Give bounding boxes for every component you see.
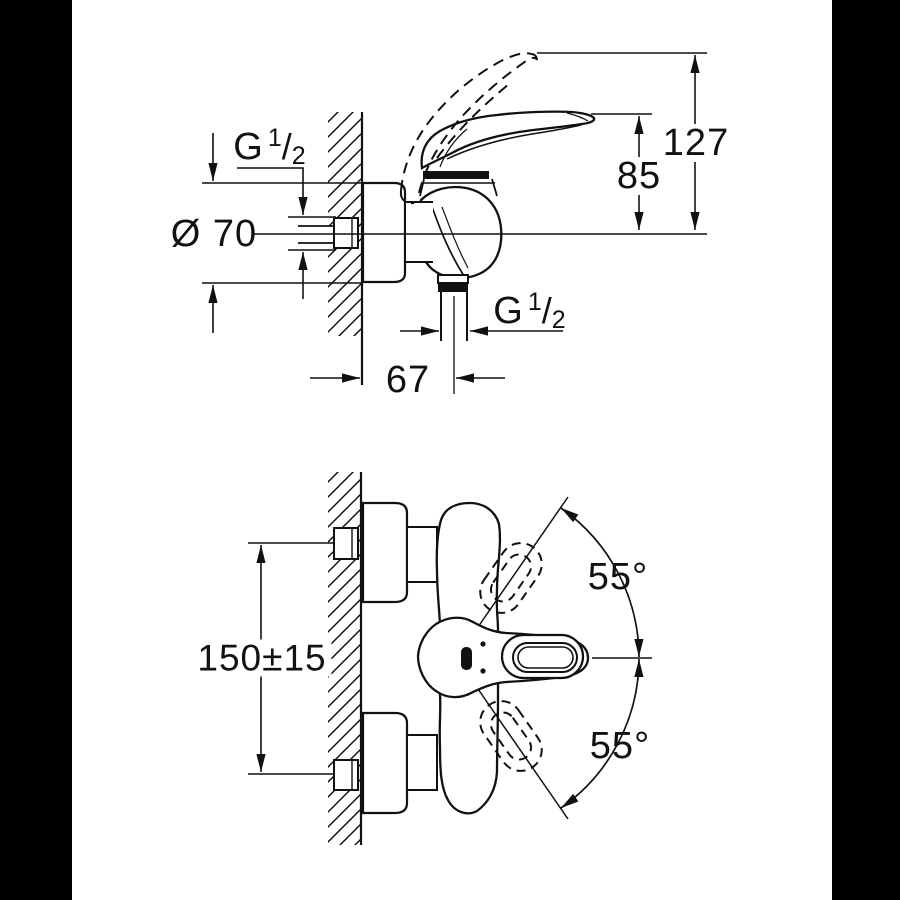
dim-label-overall-height: 127 <box>657 124 735 162</box>
body-neck-side <box>404 201 433 263</box>
escutcheon-side <box>361 181 407 284</box>
dim-label-connection-spacing: 150±15 <box>192 639 332 677</box>
swing-axis-lower <box>477 688 569 820</box>
arc-55-upper <box>560 507 644 658</box>
shower-outlet <box>437 274 469 394</box>
cartridge-cap-sides <box>419 178 498 197</box>
lever-side <box>420 110 596 170</box>
side-view-reference-lines <box>202 52 707 284</box>
dim-g12-leader <box>237 167 308 215</box>
thread-size-slash: / <box>281 126 293 167</box>
lever-dot-lower <box>480 668 486 674</box>
thread-size-numerator: 1 <box>267 124 283 152</box>
lever-ring-inner <box>517 646 574 669</box>
lower-connection <box>333 711 438 815</box>
thread-size-base: G <box>233 126 264 168</box>
side-view-drawing <box>202 52 707 394</box>
cap-ring-band <box>423 171 489 179</box>
body-contour-line <box>430 203 465 277</box>
front-view-drawing <box>248 472 652 845</box>
lever-logo-mark <box>461 647 472 670</box>
outlet-thread-denominator: 2 <box>551 306 567 334</box>
mixer-body-side <box>361 171 503 284</box>
outlet-nut-band <box>438 283 468 292</box>
swing-axis-upper <box>477 496 569 628</box>
dim-label-lever-height: 85 <box>611 157 667 195</box>
thread-size-denominator: 2 <box>291 142 307 170</box>
front-view-reference-lines <box>248 542 334 775</box>
outlet-thread-numerator: 1 <box>527 288 543 316</box>
body-contour-line-2 <box>441 206 469 269</box>
outlet-thread-base: G <box>493 290 524 332</box>
lever-crease <box>446 124 582 160</box>
swing-angle-dimensions <box>560 507 652 809</box>
lever-tip-detail <box>566 112 589 122</box>
outlet-nut-top <box>437 274 469 284</box>
upper-connection <box>333 501 438 604</box>
lever-base-detail <box>439 128 468 168</box>
dim-label-wall-offset: 67 <box>385 359 431 401</box>
dim-label-escutcheon-diameter: Ø 70 <box>170 213 258 255</box>
outlet-thread-slash: / <box>541 290 553 331</box>
arc-55-lower <box>560 658 644 809</box>
dim-label-swing-down: 55° <box>589 725 651 767</box>
lever-raised-dashed <box>399 52 538 205</box>
lever-front <box>416 616 590 699</box>
dim-label-swing-up: 55° <box>587 556 649 598</box>
lever-dot-upper <box>480 641 486 647</box>
